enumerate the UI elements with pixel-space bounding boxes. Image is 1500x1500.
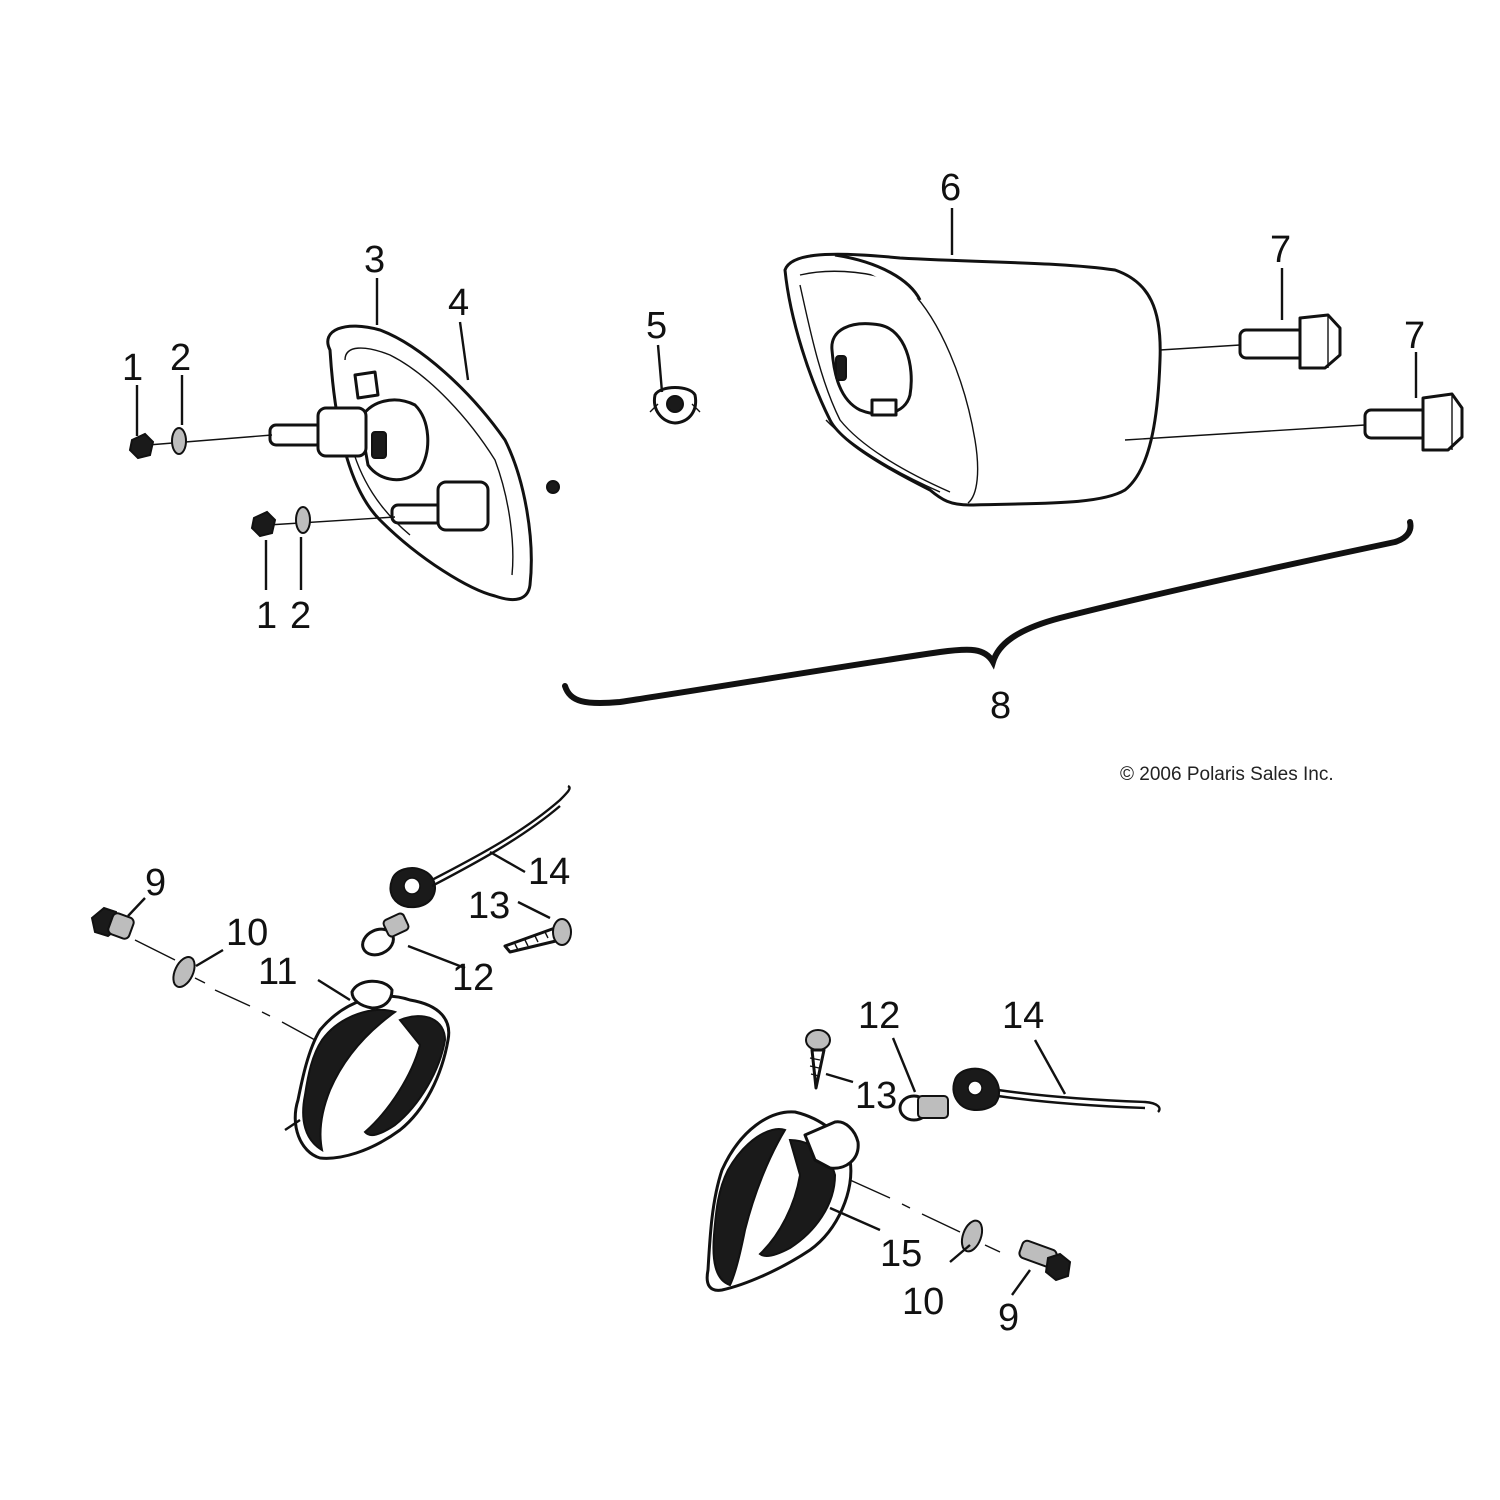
callout-1-upper: 1	[122, 347, 143, 389]
callout-7-upper: 7	[1270, 229, 1291, 271]
bolt-upper	[1238, 313, 1342, 370]
tail-light-housing-left	[326, 324, 560, 602]
callout-13-left: 13	[468, 885, 510, 927]
callout-14-right: 14	[1002, 995, 1044, 1037]
mounting-stud-upper	[268, 406, 368, 458]
washer-lower	[295, 506, 311, 534]
callout-6: 6	[940, 167, 961, 209]
bulb-12-right	[898, 1094, 949, 1122]
callout-13-right: 13	[855, 1075, 897, 1117]
bolt-lower	[1363, 392, 1464, 452]
nut-lower	[250, 510, 277, 538]
assembly-brace	[562, 519, 1414, 707]
turn-signal-lens-left	[293, 979, 451, 1160]
callout-4: 4	[448, 282, 469, 324]
bulb-socket-right	[952, 1067, 1161, 1113]
washer-upper	[171, 427, 187, 455]
callout-11: 11	[258, 951, 297, 993]
bulb-12-left	[361, 912, 410, 957]
nut-upper	[128, 432, 155, 460]
callout-3: 3	[364, 239, 385, 281]
callout-2-upper: 2	[170, 337, 191, 379]
callout-10-left: 10	[226, 912, 268, 954]
turn-signal-lens-right	[705, 1110, 860, 1292]
callout-14-left: 14	[528, 851, 570, 893]
copyright-text: © 2006 Polaris Sales Inc.	[1120, 764, 1334, 785]
callout-5: 5	[646, 305, 667, 347]
washer-10-left	[172, 956, 196, 988]
screw-13-right	[805, 1029, 831, 1090]
screw-9-left	[90, 906, 135, 940]
callout-8: 8	[990, 685, 1011, 727]
bulb-socket-left	[389, 784, 571, 909]
callout-10-right: 10	[902, 1281, 944, 1323]
callout-15: 15	[880, 1233, 922, 1275]
callout-12-right: 12	[858, 995, 900, 1037]
callout-2-lower: 2	[290, 595, 311, 637]
callout-9-left: 9	[145, 862, 166, 904]
screw-9-right	[1018, 1239, 1072, 1282]
callout-9-right: 9	[998, 1297, 1019, 1339]
tail-light-assembly	[783, 252, 1162, 507]
callout-7-lower: 7	[1404, 315, 1425, 357]
clip-nut	[649, 386, 701, 425]
callout-1-lower: 1	[256, 595, 277, 637]
screw-13-left	[503, 918, 572, 954]
mounting-stud-lower	[390, 480, 490, 532]
washer-10-right	[960, 1219, 984, 1253]
callout-12-left: 12	[452, 957, 494, 999]
